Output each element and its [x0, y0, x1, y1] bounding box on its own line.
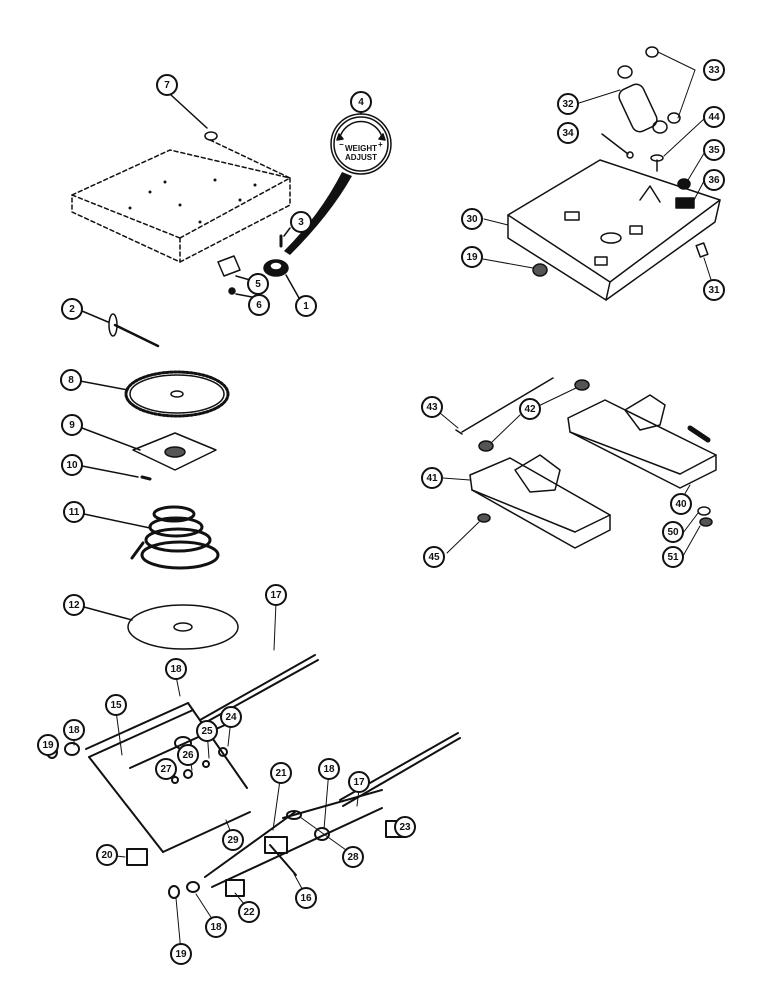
callout-12: 12 — [63, 594, 85, 616]
disc-12 — [127, 604, 239, 650]
sprocket-8 — [124, 370, 230, 418]
callout-42: 42 — [519, 398, 541, 420]
callout-35: 35 — [703, 139, 725, 161]
adjust-shaft — [108, 313, 160, 348]
callout-23: 23 — [394, 816, 416, 838]
slide-rail-41 — [469, 454, 611, 549]
callout-6: 6 — [248, 294, 270, 316]
nut-19-upper — [532, 263, 548, 277]
cap-42b — [478, 440, 494, 452]
callout-2: 2 — [61, 298, 83, 320]
callout-44: 44 — [703, 106, 725, 128]
callout-31: 31 — [703, 279, 725, 301]
dial-minus: − — [339, 140, 344, 149]
screw-6 — [228, 287, 236, 295]
callout-19-bottom: 19 — [170, 943, 192, 965]
callout-26: 26 — [177, 744, 199, 766]
callout-18-d: 18 — [205, 916, 227, 938]
callout-19-right: 19 — [461, 246, 483, 268]
callout-51: 51 — [662, 546, 684, 568]
upper-frame-30 — [507, 159, 721, 301]
callout-19-left: 19 — [37, 734, 59, 756]
callout-3: 3 — [290, 211, 312, 233]
callout-18-b: 18 — [63, 719, 85, 741]
callout-36: 36 — [703, 169, 725, 191]
callout-8: 8 — [60, 369, 82, 391]
connecting-rod-43 — [455, 377, 554, 435]
callout-29: 29 — [222, 829, 244, 851]
shock-absorber-32 — [617, 65, 668, 134]
callout-22: 22 — [238, 901, 260, 923]
nut-7 — [204, 131, 218, 141]
callout-15: 15 — [105, 694, 127, 716]
callout-24: 24 — [220, 706, 242, 728]
dial-pointer-arrow — [284, 172, 352, 255]
slide-rail-40 — [567, 394, 717, 489]
nut-51 — [699, 517, 713, 527]
callout-18-c: 18 — [318, 758, 340, 780]
callout-17-lower: 17 — [348, 771, 370, 793]
callout-21: 21 — [270, 762, 292, 784]
callout-17-upper: 17 — [265, 584, 287, 606]
bolt-44 — [650, 154, 664, 172]
callout-50: 50 — [662, 521, 684, 543]
mount-plate-9 — [132, 432, 217, 471]
callout-25: 25 — [196, 720, 218, 742]
washer-50 — [697, 506, 711, 516]
callout-18-a: 18 — [165, 658, 187, 680]
spacer-31 — [695, 242, 709, 258]
callout-5: 5 — [247, 273, 269, 295]
nut-45 — [477, 513, 491, 523]
dial-label-line1: WEIGHT — [345, 144, 377, 153]
callout-10: 10 — [61, 454, 83, 476]
dial-label-line2: ADJUST — [344, 153, 377, 162]
callout-7: 7 — [156, 74, 178, 96]
callout-40: 40 — [670, 493, 692, 515]
pin-10 — [140, 475, 152, 481]
bolt-34 — [601, 133, 634, 159]
callout-27: 27 — [155, 758, 177, 780]
callout-45: 45 — [423, 546, 445, 568]
lower-linkage — [46, 654, 461, 899]
callout-4: 4 — [350, 91, 372, 113]
callout-33: 33 — [703, 59, 725, 81]
callout-16: 16 — [295, 887, 317, 909]
cap-42a — [574, 379, 590, 391]
callout-34: 34 — [557, 122, 579, 144]
adjust-knob — [263, 259, 289, 277]
seat-base-plate — [71, 139, 291, 263]
pad-36 — [675, 197, 695, 209]
seat-base-plate-holes — [128, 178, 257, 224]
bushings-33 — [645, 46, 681, 124]
callout-11: 11 — [63, 501, 85, 523]
callout-20: 20 — [96, 844, 118, 866]
bracket-5 — [217, 255, 241, 277]
callout-32: 32 — [557, 93, 579, 115]
callout-28: 28 — [342, 846, 364, 868]
dial-plus: + — [378, 140, 383, 149]
coil-spring-11 — [130, 505, 220, 570]
weight-adjust-dial — [330, 111, 392, 175]
callout-41: 41 — [421, 467, 443, 489]
callout-9: 9 — [61, 414, 83, 436]
callout-43: 43 — [421, 396, 443, 418]
callout-1: 1 — [295, 295, 317, 317]
callout-30: 30 — [461, 208, 483, 230]
